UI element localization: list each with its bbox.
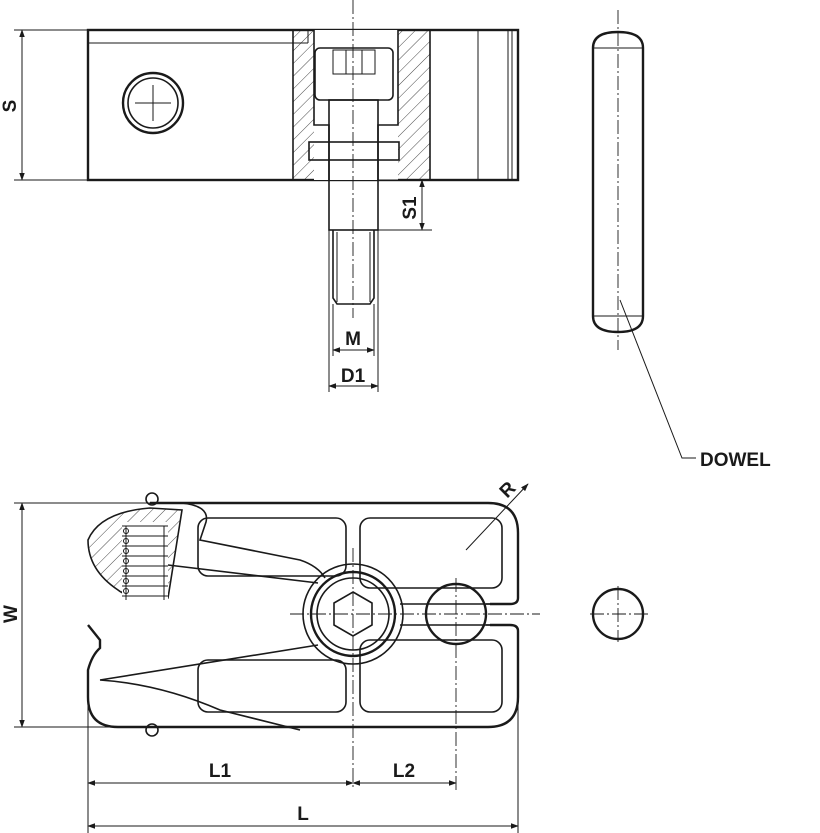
pocket-top-left: [197, 517, 347, 577]
dimension-s1: S1: [378, 179, 432, 231]
label-d1: D1: [341, 366, 366, 387]
label-l1: L1: [209, 761, 232, 782]
jaw-arm-upper: [167, 564, 319, 584]
pocket-bottom-right: [359, 639, 503, 713]
radius-leader: [465, 483, 529, 551]
pocket-top-right: [359, 517, 503, 589]
side-view: [86, 0, 520, 318]
slot-end: [486, 603, 510, 626]
jaw-pin-bottom: [145, 723, 159, 737]
pocket-bottom-left: [197, 659, 347, 713]
side-hole-inner: [127, 77, 179, 129]
jaw-arm-lower: [99, 644, 319, 731]
dowel-end-view: [590, 586, 648, 642]
side-hole-outer: [121, 71, 185, 135]
dowel-leader: [619, 299, 696, 459]
label-l: L: [297, 804, 309, 825]
dimension-d1: D1: [328, 230, 379, 392]
bolt-shank: [328, 99, 379, 231]
dimension-s: S: [0, 29, 88, 181]
dimension-l2: L2: [352, 761, 457, 786]
dimension-m: M: [332, 304, 375, 356]
spring: [122, 522, 168, 602]
hex-socket: [332, 49, 376, 75]
jaw-pin-top: [145, 492, 159, 506]
bolt-washer: [308, 141, 400, 161]
label-s: S: [0, 100, 21, 113]
label-s1: S1: [400, 196, 421, 220]
label-l2: L2: [393, 761, 415, 782]
label-r: R: [496, 478, 521, 503]
bolt-pocket: [314, 30, 398, 180]
bolt-thread: [332, 230, 375, 305]
dimension-w: W: [1, 502, 150, 728]
dowel-slot: [400, 603, 490, 626]
plan-view: R: [86, 478, 540, 790]
dowel-side: DOWEL: [591, 10, 771, 471]
label-w: W: [1, 605, 22, 623]
dimension-l1: L1: [87, 697, 354, 833]
jaw-top-outline: [150, 502, 326, 579]
dimension-l: L: [87, 697, 519, 833]
label-m: M: [345, 329, 361, 350]
label-dowel: DOWEL: [700, 450, 771, 471]
